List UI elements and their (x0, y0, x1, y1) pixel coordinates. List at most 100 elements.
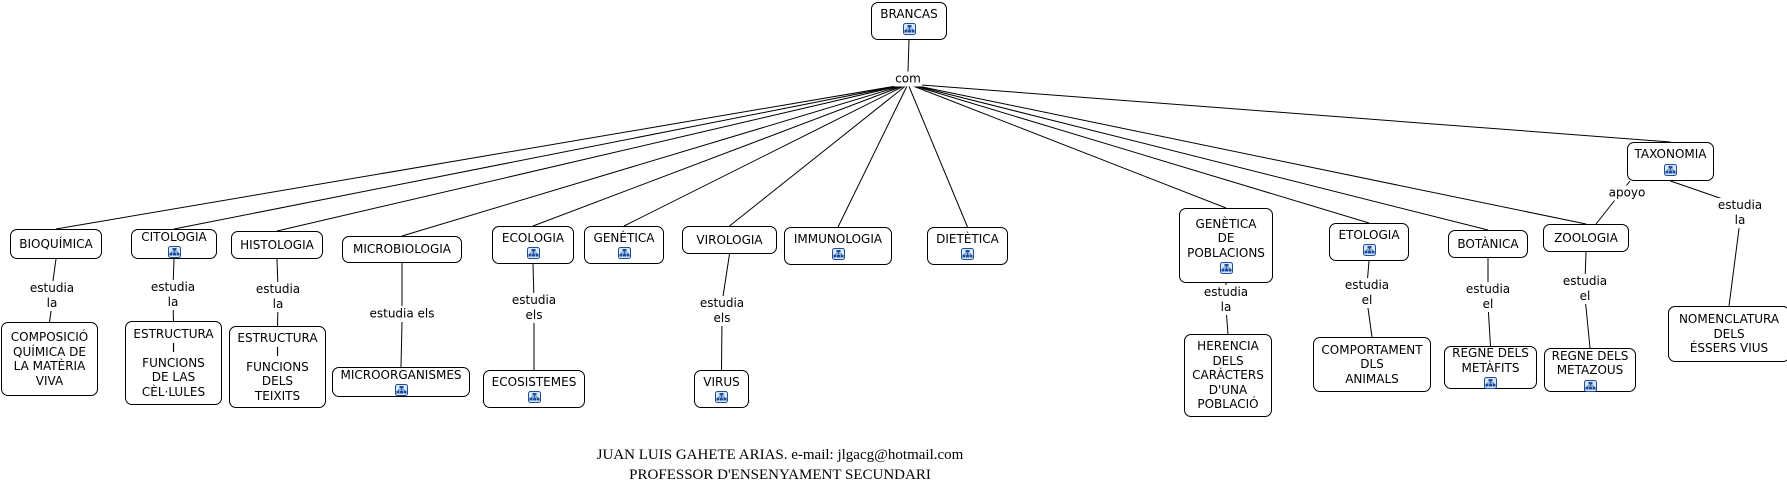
concept-taxonomia-label: TAXONOMIA (1634, 147, 1707, 162)
concept-brancas[interactable]: BRANCAS (871, 2, 947, 40)
author-role-line: PROFESSOR D'ENSENYAMENT SECUNDARI (629, 467, 931, 483)
concept-ecologia-label: ECOLOGIA (501, 230, 565, 245)
branch-connector-histologia (276, 83, 909, 232)
branch-connector-genetica-poblacions (907, 83, 1227, 209)
concept-microbiologia-target-label: MICROORGANISMES (340, 367, 462, 382)
linking-phrase-virologia: estudia els (698, 296, 746, 326)
concept-histologia-label: HISTOLOGIA (240, 237, 314, 252)
concept-genetica-poblacions-label: GENÈTICA DE POBLACIONS (1187, 216, 1265, 260)
concept-ecologia-target-label: ECOSISTEMES (491, 374, 577, 389)
branch-connector-immunologia (837, 83, 909, 228)
linking-phrase-botanica: estudia el (1464, 282, 1512, 312)
concept-histologia-target-label: ESTRUCTURA I FUNCIONS DELS TEIXITS (237, 330, 318, 403)
concept-genetica-poblacions-target-label: HERENCIA DELS CARÀCTERS D'UNA POBLACIÓ (1192, 339, 1264, 412)
concept-botanica-target-label: REGNE DELS METÀFITS (1452, 346, 1529, 375)
branch-connector-etologia (907, 83, 1370, 224)
branch-connector-ecologia (532, 83, 909, 227)
linked-map-icon[interactable] (394, 384, 408, 397)
linked-map-icon[interactable] (1583, 379, 1597, 392)
linked-map-icon[interactable] (715, 391, 728, 404)
concept-virologia-target-label: VIRUS (703, 374, 740, 389)
root-connector (907, 39, 910, 73)
concept-botanica-target[interactable]: REGNE DELS METÀFITS (1444, 346, 1537, 389)
concept-microbiologia[interactable]: MICROBIOLOGIA (342, 236, 462, 263)
linked-map-icon[interactable] (1219, 262, 1233, 275)
branch-connector-microbiologia (401, 83, 909, 237)
linked-map-icon[interactable] (902, 23, 916, 36)
linking-phrase-com: com (894, 71, 922, 87)
linking-phrase-ecologia: estudia els (510, 293, 558, 323)
concept-brancas-label: BRANCAS (880, 6, 938, 21)
concept-genetica-label: GENÈTICA (593, 230, 655, 245)
concept-botanica[interactable]: BOTÀNICA (1448, 230, 1528, 258)
linked-map-icon[interactable] (617, 247, 631, 260)
linking-phrase-microbiologia: estudia els (368, 306, 436, 322)
concept-taxonomia[interactable]: TAXONOMIA (1627, 142, 1714, 181)
concept-bioquimica-target[interactable]: COMPOSICIÓ QUÍMICA DE LA MATÈRIA VIVA (1, 322, 98, 396)
concept-etologia-target[interactable]: COMPORTAMENT DLS ANIMALS (1313, 337, 1431, 392)
branch-connector-dietetica (907, 83, 968, 228)
concept-zoologia-target-label: REGNE DELS METAZOUS (1551, 348, 1629, 378)
concept-genetica-poblacions-target[interactable]: HERENCIA DELS CARÀCTERS D'UNA POBLACIÓ (1184, 334, 1272, 417)
linked-map-icon[interactable] (1362, 244, 1376, 257)
concept-etologia[interactable]: ETOLOGIA (1329, 223, 1409, 261)
linking-phrase-bioquimica: estudia la (28, 281, 76, 311)
concept-microbiologia-target[interactable]: MICROORGANISMES (332, 367, 470, 397)
branch-connector-botanica (907, 83, 1489, 231)
linked-map-icon[interactable] (961, 248, 974, 261)
linked-map-icon[interactable] (831, 248, 845, 261)
linking-phrase-taxonomia: estudia la (1716, 198, 1764, 228)
concept-taxonomia-target[interactable]: NOMENCLATURA DELS ÉSSERS VIUS (1668, 306, 1787, 362)
concept-immunologia-label: IMMUNOLOGIA (793, 231, 883, 246)
linked-map-icon[interactable] (167, 246, 181, 259)
concept-dietetica-label: DIETÈTICA (936, 231, 999, 246)
branch-connector-genetica (623, 83, 909, 227)
author-line: JUAN LUIS GAHETE ARIAS. e-mail: jlgacg@h… (596, 447, 964, 463)
concept-citologia-target-label: ESTRUCTURA I FUNCIONS DE LAS CÈL·LULES (133, 326, 214, 399)
concept-genetica-poblacions[interactable]: GENÈTICA DE POBLACIONS (1179, 208, 1273, 283)
linked-map-icon[interactable] (527, 391, 541, 404)
concept-immunologia[interactable]: IMMUNOLOGIA (784, 227, 892, 265)
branch-connector-taxonomia (907, 83, 1671, 143)
concept-etologia-label: ETOLOGIA (1338, 227, 1400, 242)
concept-botanica-label: BOTÀNICA (1457, 236, 1519, 251)
link-connector-lower-zoologia (1584, 296, 1591, 349)
linking-phrase-apoyo: apoyo (1607, 185, 1647, 201)
linking-phrase-citologia: estudia la (149, 280, 197, 310)
linked-map-icon[interactable] (526, 247, 540, 260)
concept-microbiologia-label: MICROBIOLOGIA (352, 242, 452, 257)
concept-dietetica[interactable]: DIETÈTICA (927, 227, 1008, 265)
concept-zoologia-label: ZOOLOGIA (1554, 230, 1618, 245)
link-connector-lower-taxonomia (1728, 220, 1741, 307)
concept-etologia-target-label: COMPORTAMENT DLS ANIMALS (1321, 342, 1423, 386)
concept-ecologia-target[interactable]: ECOSISTEMES (483, 370, 585, 408)
concept-bioquimica[interactable]: BIOQUÍMICA (10, 229, 102, 259)
link-connector-lower-microbiologia (400, 321, 403, 368)
linked-map-icon[interactable] (1664, 163, 1677, 176)
linking-phrase-genetica-poblacions: estudia la (1202, 285, 1250, 315)
branch-connector-bioquimica (55, 83, 909, 230)
branch-connector-virologia (729, 83, 909, 227)
branch-connector-zoologia (907, 83, 1587, 225)
concept-bioquimica-target-label: COMPOSICIÓ QUÍMICA DE LA MATÈRIA VIVA (10, 330, 89, 388)
concept-zoologia[interactable]: ZOOLOGIA (1543, 224, 1629, 252)
linking-phrase-histologia: estudia la (254, 282, 302, 312)
concept-citologia-label: CITOLOGIA (141, 229, 207, 244)
concept-virologia-label: VIROLOGIA (696, 232, 763, 247)
concept-citologia[interactable]: CITOLOGIA (131, 229, 217, 259)
concept-citologia-target[interactable]: ESTRUCTURA I FUNCIONS DE LAS CÈL·LULES (125, 321, 222, 405)
concept-genetica[interactable]: GENÈTICA (584, 226, 664, 264)
concept-ecologia[interactable]: ECOLOGIA (492, 226, 574, 264)
linking-phrase-zoologia: estudia el (1561, 274, 1609, 304)
concept-histologia[interactable]: HISTOLOGIA (231, 231, 323, 259)
link-connector-lower-virologia (721, 318, 723, 371)
concept-virologia-target[interactable]: VIRUS (694, 370, 749, 408)
concept-histologia-target[interactable]: ESTRUCTURA I FUNCIONS DELS TEIXITS (229, 326, 326, 408)
concept-virologia[interactable]: VIROLOGIA (682, 226, 777, 254)
concept-bioquimica-label: BIOQUÍMICA (19, 236, 93, 251)
linked-map-icon[interactable] (1484, 377, 1497, 389)
concept-zoologia-target[interactable]: REGNE DELS METAZOUS (1544, 348, 1636, 392)
branch-connector-citologia (173, 83, 909, 230)
concept-taxonomia-target-label: NOMENCLATURA DELS ÉSSERS VIUS (1678, 312, 1780, 356)
